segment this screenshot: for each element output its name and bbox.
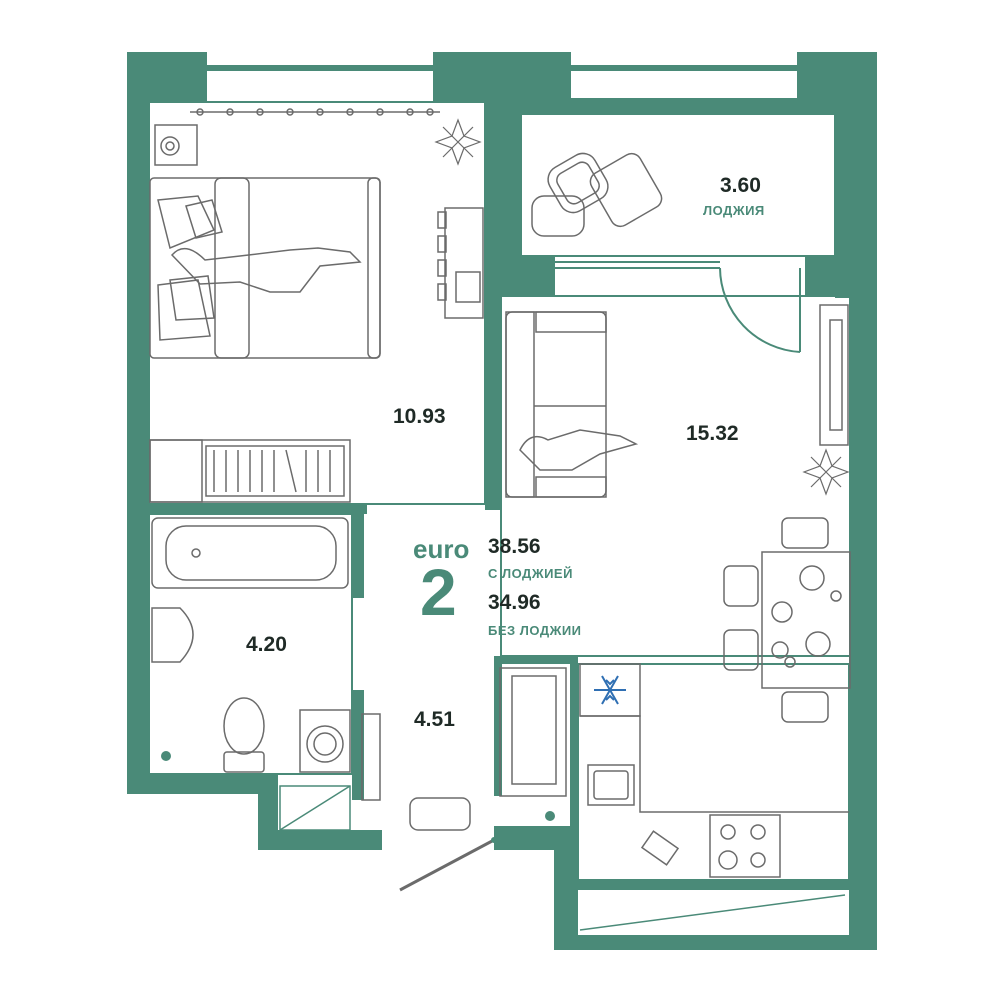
hall-area-label: 4.51 <box>414 708 455 731</box>
living-area-label: 15.32 <box>686 422 739 445</box>
total-with-loggia: 38.56 <box>488 535 541 558</box>
balcony-diagonal <box>579 894 846 931</box>
loggia-glazing <box>555 261 801 353</box>
radiator <box>499 667 567 797</box>
hall-bench <box>409 797 471 831</box>
toilet <box>223 697 265 773</box>
with-loggia-label: С ЛОДЖИЕЙ <box>488 566 573 581</box>
total-without-loggia: 34.96 <box>488 591 541 614</box>
marker-dot <box>161 751 171 761</box>
bathroom-sink <box>151 607 194 663</box>
bedroom-area-label: 10.93 <box>393 405 446 428</box>
marker-dot <box>545 811 555 821</box>
loggia-area-label: 3.60 <box>720 174 761 197</box>
bathroom-area-label: 4.20 <box>246 633 287 656</box>
without-loggia-label: БЕЗ ЛОДЖИИ <box>488 623 582 638</box>
snowflake-icon <box>594 675 626 705</box>
loggia-chairs <box>531 152 663 237</box>
room-outlines <box>148 101 852 881</box>
boiler <box>154 124 198 166</box>
shaft <box>279 785 351 831</box>
type-prefix: euro <box>413 534 470 564</box>
walls <box>127 52 877 950</box>
kitchen-counter <box>579 663 849 878</box>
curtain-rail <box>190 108 440 116</box>
washing-machine <box>299 709 351 773</box>
plant-icon <box>434 118 850 496</box>
double-bed <box>149 177 381 359</box>
desk <box>444 207 484 319</box>
bathtub <box>151 517 349 589</box>
tv-unit <box>819 304 849 446</box>
loggia-name-label: ЛОДЖИЯ <box>703 203 765 218</box>
entrance-door[interactable] <box>399 837 497 892</box>
sofa <box>505 311 639 498</box>
dining-set <box>723 517 851 723</box>
rooms-count: 2 <box>420 555 457 629</box>
furniture <box>149 108 851 878</box>
